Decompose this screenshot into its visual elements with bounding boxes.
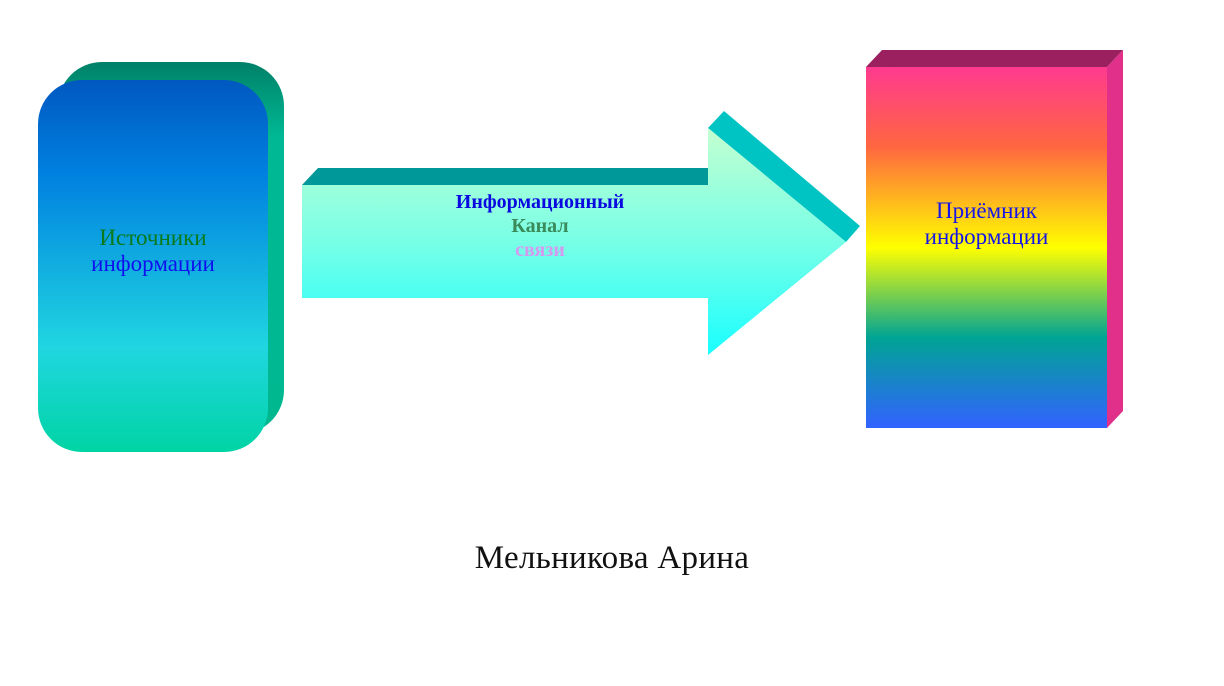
- receiver-block: [866, 50, 1123, 428]
- source-label-line1: Источники: [99, 225, 207, 250]
- arrow-head-edge: [708, 111, 860, 242]
- receiver-top-face: [866, 50, 1123, 67]
- arrow-body: [302, 128, 846, 355]
- source-block-face: [38, 80, 268, 452]
- arrow-top-edge: [302, 168, 708, 185]
- channel-label-line3: связи: [515, 239, 565, 261]
- receiver-front-face: [866, 67, 1107, 428]
- receiver-label: Приёмник информации: [866, 198, 1107, 250]
- receiver-side-face: [1107, 50, 1123, 428]
- author-name: Мельникова Арина: [474, 540, 750, 576]
- receiver-label-line2: информации: [924, 223, 1049, 249]
- source-label: Источники информации: [38, 225, 268, 277]
- source-block: [38, 62, 284, 452]
- channel-label: Информационный Канал связи: [400, 190, 680, 262]
- channel-label-line2: Канал: [511, 215, 569, 237]
- channel-label-line1: Информационный: [455, 191, 625, 213]
- receiver-label-line1: Приёмник: [936, 198, 1037, 223]
- channel-arrow: [302, 111, 860, 355]
- source-label-line2: информации: [91, 250, 215, 276]
